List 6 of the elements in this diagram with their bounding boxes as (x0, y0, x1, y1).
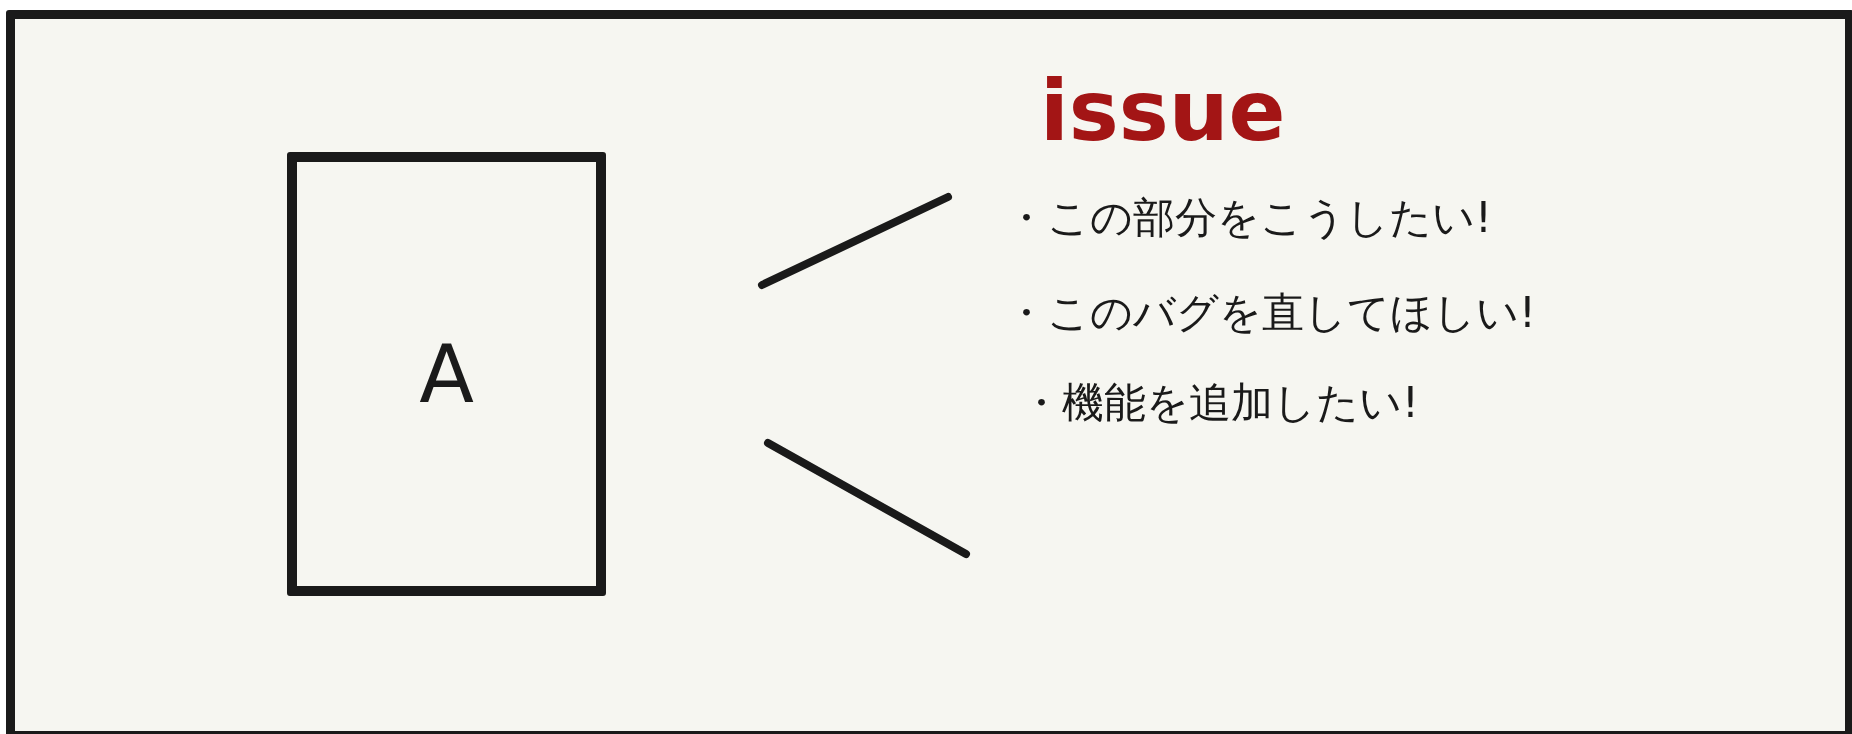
bullet-item: ・このバグを直してほしい! (1005, 287, 1536, 339)
heading: issue (1040, 62, 1286, 160)
box-letter: A (419, 327, 474, 421)
bullet-item: ・この部分をこうしたい! (1005, 192, 1492, 244)
bullet-item: ・機能を追加したい! (1020, 377, 1419, 429)
page-box (287, 152, 606, 596)
